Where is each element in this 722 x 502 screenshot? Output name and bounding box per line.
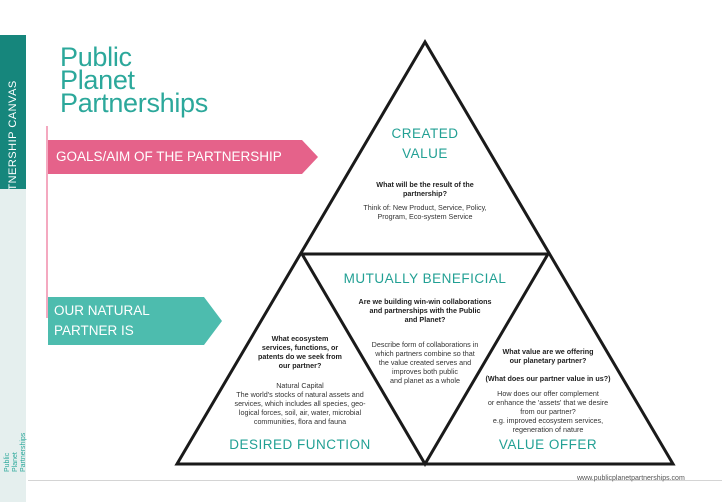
desired-function-question: What ecosystem services, functions, or p… xyxy=(240,334,360,370)
created-value-desc-line: Think of: New Product, Service, Policy, xyxy=(363,203,487,212)
logo-line-1: Public xyxy=(60,42,132,72)
inner-triangle xyxy=(299,252,551,467)
desired-function-desc-line: services, which includes all species, ge… xyxy=(234,399,366,408)
mutually-beneficial-question-line: Are we building win-win collaborations xyxy=(358,297,492,306)
brand-logo: Public Planet Partnerships xyxy=(60,42,208,118)
goals-banner-label: GOALS/AIM OF THE PARTNERSHIP xyxy=(56,149,282,164)
value-offer-desc-line: from our partner? xyxy=(520,407,576,416)
value-offer-desc-line: regeneration of nature xyxy=(512,425,584,434)
desired-function-desc-line: communities, flora and fauna xyxy=(253,417,347,426)
desired-function-desc-line: Natural Capital xyxy=(276,381,324,390)
created-value-heading-line: CREATED xyxy=(391,126,459,141)
banner-connector-line xyxy=(46,126,48,318)
desired-function-desc-line: The world's stocks of natural assets and xyxy=(236,390,364,399)
natural-partner-line-1: OUR NATURAL xyxy=(54,303,150,318)
value-offer-question-line: (What does our partner value in us?) xyxy=(485,374,611,383)
desired-function-heading: DESIRED FUNCTION xyxy=(229,437,371,452)
goals-banner xyxy=(48,140,318,174)
mutually-beneficial-desc-line: and planet as a whole xyxy=(390,376,460,385)
mutually-beneficial-question-line: and Planet? xyxy=(404,315,446,324)
desired-function-question-line: What ecosystem xyxy=(271,334,329,343)
mutually-beneficial-description: Describe form of collaborations in which… xyxy=(350,340,500,385)
created-value-heading-line: VALUE xyxy=(402,146,448,161)
mutually-beneficial-question: Are we building win-win collaborations a… xyxy=(335,297,515,324)
value-offer-heading: VALUE OFFER xyxy=(498,437,598,452)
desired-function-desc-line: logical forces, soil, air, water, microb… xyxy=(238,408,362,417)
value-offer-desc-line: e.g. improved ecosystem services, xyxy=(492,416,604,425)
created-value-question: What will be the result of the partnersh… xyxy=(345,180,505,198)
value-offer-question-line: What value are we offering xyxy=(502,347,594,356)
created-value-desc-line: Program, Eco-system Service xyxy=(377,212,473,221)
desired-function-question-line: patents do we seek from xyxy=(258,352,342,361)
mutually-beneficial-desc-line: the value created serves and xyxy=(378,358,472,367)
sidebar-tab: PARTNERSHIP CANVAS xyxy=(0,35,26,214)
mutually-beneficial-question-line: and partnerships with the Public xyxy=(369,306,481,315)
created-value-question-line: What will be the result of the xyxy=(376,180,474,189)
value-offer-question-line: our planetary partner? xyxy=(509,356,587,365)
desired-function-description: Natural Capital The world's stocks of na… xyxy=(215,381,385,426)
value-offer-question: What value are we offering our planetary… xyxy=(473,347,623,383)
natural-partner-line-2: PARTNER IS xyxy=(54,323,134,338)
created-value-description: Think of: New Product, Service, Policy, … xyxy=(335,203,515,221)
created-value-heading: CREATED VALUE xyxy=(345,124,505,164)
desired-function-question-line: our partner? xyxy=(278,361,322,370)
sidebar-strip xyxy=(0,189,26,502)
mutually-beneficial-desc-line: Describe form of collaborations in xyxy=(371,340,479,349)
logo-line-2: Planet xyxy=(60,65,135,95)
footer-divider xyxy=(28,480,722,481)
logo-line-3: Partnerships xyxy=(60,88,208,118)
created-value-question-line: partnership? xyxy=(403,189,447,198)
natural-partner-banner xyxy=(48,297,222,345)
value-offer-desc-line: How does our offer complement xyxy=(497,389,599,398)
value-offer-description: How does our offer complement or enhance… xyxy=(468,389,628,434)
footer-url-link[interactable]: www.publicplanetpartnerships.com xyxy=(577,475,685,482)
mutually-beneficial-desc-line: improves both public xyxy=(392,367,458,376)
mutually-beneficial-desc-line: which partners combine so that xyxy=(375,349,475,358)
mutually-beneficial-heading: MUTUALLY BENEFICIAL xyxy=(343,271,507,286)
value-offer-desc-line: or enhance the 'assets' that we desire xyxy=(487,398,609,407)
desired-function-question-line: services, functions, or xyxy=(261,343,339,352)
